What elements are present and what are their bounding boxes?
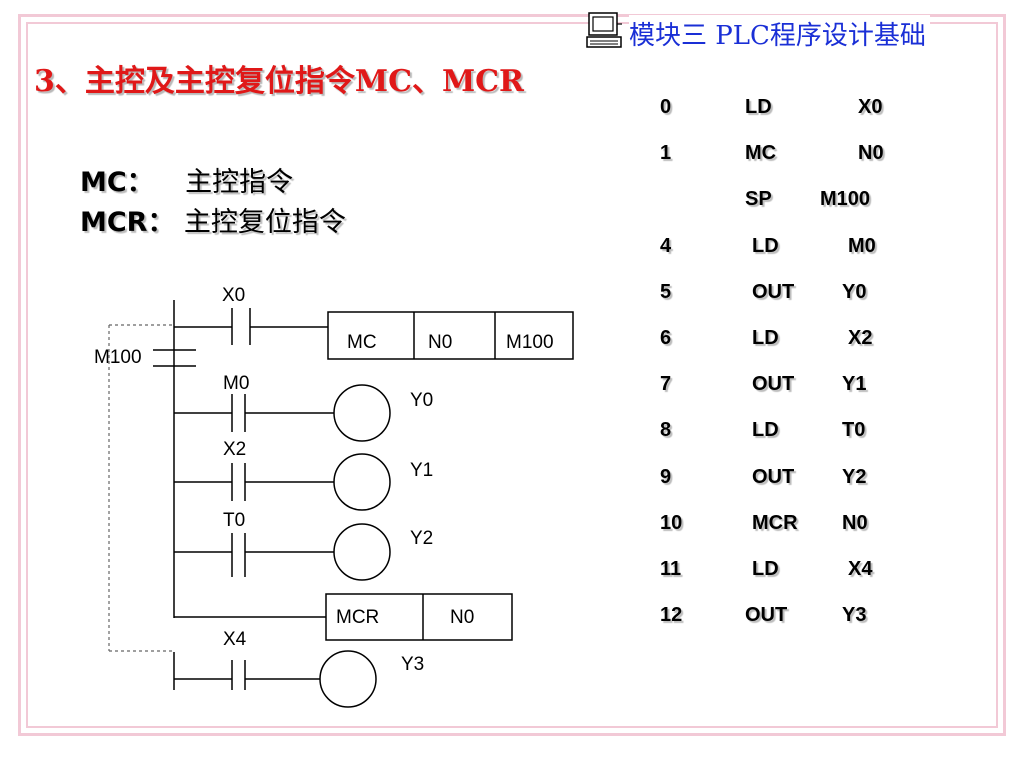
definition-mcr: MCR： 主控复位指令 xyxy=(80,200,346,239)
coil-label: Y2 xyxy=(410,528,433,549)
coil-label: Y3 xyxy=(401,654,424,675)
definition-desc: 主控指令 xyxy=(185,167,294,198)
mc-box-label: N0 xyxy=(428,332,452,353)
slide-title: 3、主控及主控复位指令MC、MCR xyxy=(34,64,524,99)
contact-label: X4 xyxy=(223,629,247,650)
mc-box-label: MC xyxy=(347,332,377,353)
mc-box-label: M100 xyxy=(506,332,554,353)
computer-icon xyxy=(586,12,622,48)
definition-mc: MC： 主控指令 xyxy=(80,160,293,199)
module-title: 模块三 PLC程序设计基础 xyxy=(629,15,930,52)
coil-label: Y1 xyxy=(410,460,433,481)
contact-label: X2 xyxy=(223,439,246,460)
contact-label: M100 xyxy=(94,347,142,368)
mcr-box-label: MCR xyxy=(336,607,379,628)
coil-label: Y0 xyxy=(410,390,433,411)
definition-desc: 主控复位指令 xyxy=(183,207,346,238)
definition-term: MCR： xyxy=(80,207,175,238)
contact-label: X0 xyxy=(222,285,245,306)
definition-term: MC： xyxy=(80,167,154,198)
contact-label: M0 xyxy=(223,373,249,394)
contact-label: T0 xyxy=(223,510,245,531)
mcr-box-label: N0 xyxy=(450,607,474,628)
slide-frame-inner xyxy=(26,22,998,728)
slide-frame-outer xyxy=(18,14,1006,736)
